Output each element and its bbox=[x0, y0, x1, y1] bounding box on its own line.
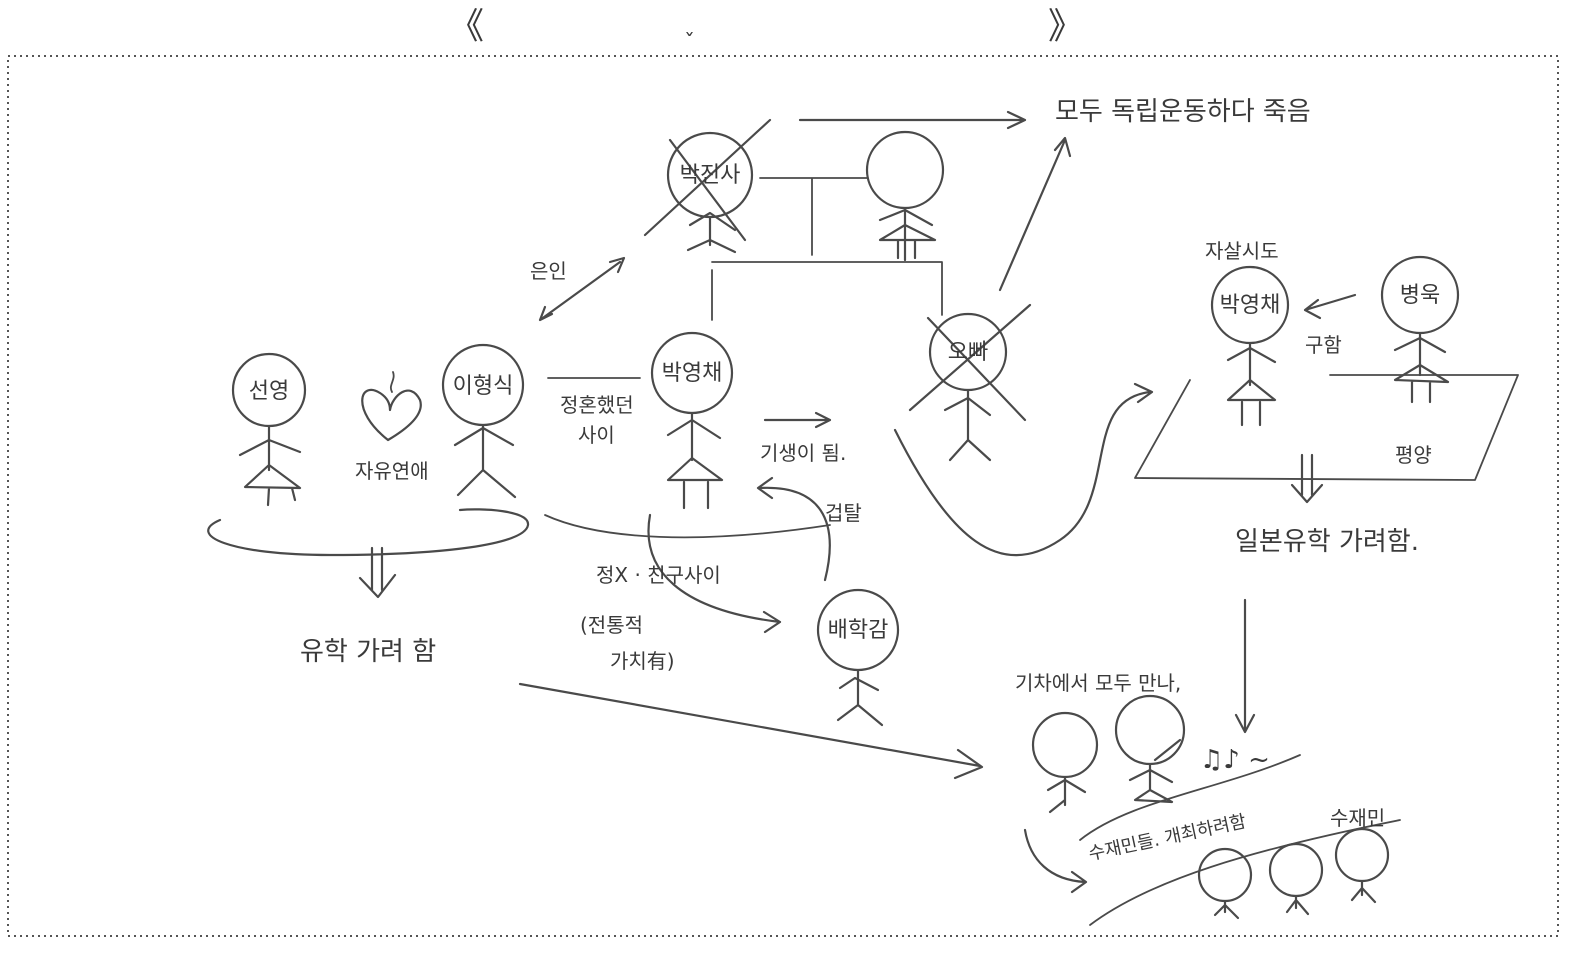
down-double-arrow-right bbox=[1290, 453, 1324, 504]
figure-park-jinsa bbox=[643, 118, 772, 254]
note-study-abroad: 유학 가려 함 bbox=[300, 637, 436, 667]
note-pyongyang: 평양 bbox=[1395, 443, 1432, 467]
arrow-to-bae bbox=[647, 513, 782, 634]
family-tree-lines bbox=[711, 177, 943, 321]
arrow-help-flood bbox=[1023, 828, 1088, 894]
name-park-youngchae-right: 박영채 bbox=[1220, 293, 1281, 318]
figure-park-youngchae-right bbox=[1210, 265, 1290, 427]
arrow-rape bbox=[756, 476, 831, 582]
pair-ellipse bbox=[207, 508, 530, 557]
note-friends: 정X · 친구사이 bbox=[596, 563, 721, 587]
figure-seonyoung bbox=[231, 352, 307, 507]
figure-obba bbox=[908, 303, 1032, 462]
note-gisaeng: 기생이 됨. bbox=[760, 441, 846, 465]
name-bae: 배학감 bbox=[828, 618, 889, 643]
train-figures bbox=[1031, 694, 1186, 814]
note-engaged-2: 사이 bbox=[578, 423, 615, 447]
pyongyang-box bbox=[1134, 374, 1519, 481]
figure-lee bbox=[441, 343, 525, 499]
name-seonyoung: 선영 bbox=[249, 379, 289, 404]
note-rape: 겁탈 bbox=[825, 501, 862, 525]
flood-victim-figures bbox=[1197, 827, 1390, 920]
dotted-frame bbox=[7, 55, 1559, 937]
arrow-obba-up bbox=[998, 136, 1072, 292]
title-bracket-left: 《 bbox=[448, 6, 484, 47]
arrow-rescue bbox=[1303, 293, 1357, 320]
figure-byeonguk bbox=[1380, 255, 1460, 404]
figure-bae bbox=[816, 588, 900, 727]
name-park-jinsa: 박진사 bbox=[680, 163, 741, 188]
name-byeonguk: 병욱 bbox=[1400, 283, 1440, 308]
note-flood-victims: 수재민 bbox=[1330, 806, 1385, 830]
name-park-youngchae: 박영채 bbox=[662, 361, 723, 386]
figure-park-youngchae bbox=[650, 331, 734, 510]
arrow-to-train-right bbox=[1234, 598, 1256, 734]
figure-mother bbox=[865, 130, 945, 262]
down-double-arrow bbox=[358, 546, 397, 599]
arrow-to-train bbox=[518, 682, 984, 780]
note-suicide-attempt: 자살시도 bbox=[1205, 239, 1279, 263]
arrow-to-pyongyang bbox=[893, 382, 1154, 557]
benefactor-arrow bbox=[538, 256, 626, 322]
note-engaged-1: 정혼했던 bbox=[560, 393, 634, 417]
note-free-love: 자유연애 bbox=[355, 459, 429, 483]
note-rescue: 구함 bbox=[1305, 333, 1342, 357]
note-meet-on-train: 기차에서 모두 만나, bbox=[1015, 671, 1181, 695]
note-tradition-1: (전통적 bbox=[580, 613, 643, 637]
name-lee: 이형식 bbox=[453, 374, 514, 399]
arrow-all-died bbox=[798, 110, 1027, 130]
heart-icon bbox=[361, 388, 422, 442]
arrow-gisaeng bbox=[763, 411, 832, 429]
title-mark-center: ˇ bbox=[684, 31, 695, 56]
note-all-died: 모두 독립운동하다 죽음 bbox=[1055, 97, 1311, 127]
note-flood-help: 수재민들. 개최하려함 bbox=[1087, 811, 1248, 865]
note-japan-study: 일본유학 가려함. bbox=[1235, 527, 1419, 557]
note-tradition-2: 가치有) bbox=[610, 649, 675, 673]
note-benefactor: 은인 bbox=[530, 259, 567, 283]
name-obba: 오빠 bbox=[948, 340, 988, 365]
title-bracket-right: 》 bbox=[1048, 6, 1084, 47]
